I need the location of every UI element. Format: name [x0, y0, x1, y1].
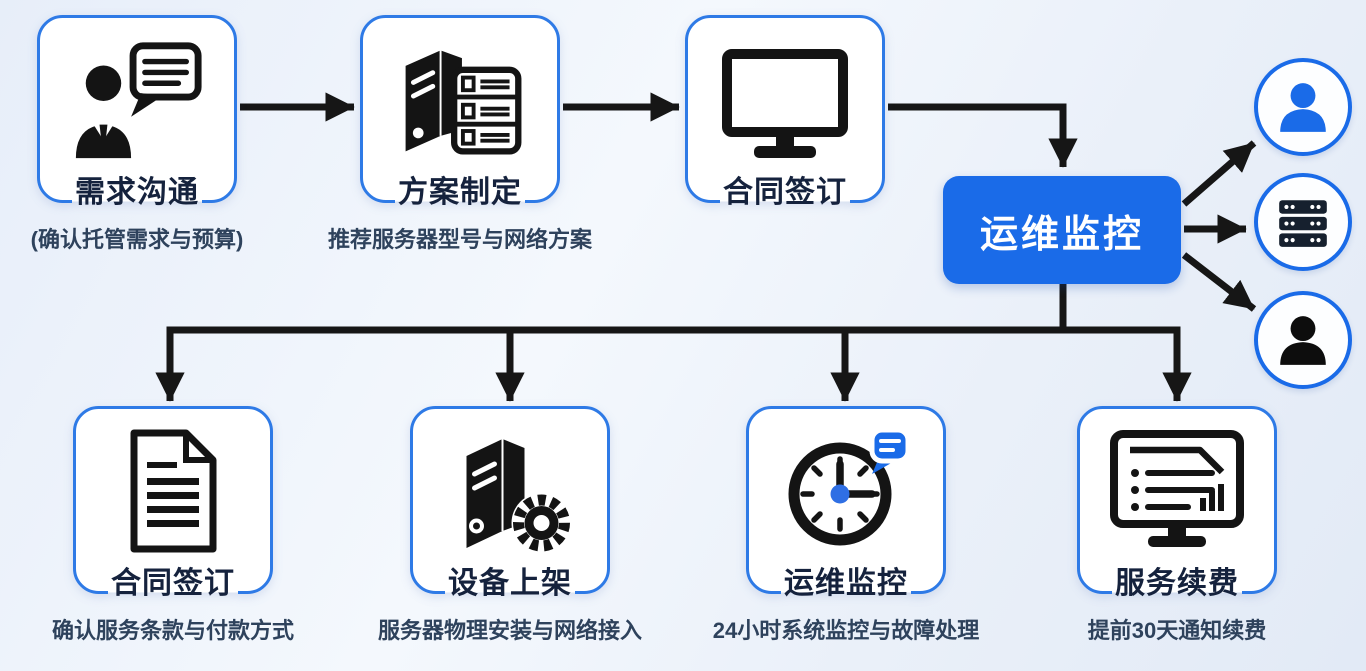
step-card-requirements: 需求沟通 (确认托管需求与预算) [31, 15, 243, 252]
step-subtitle: 推荐服务器型号与网络方案 [327, 227, 593, 252]
monitor-icon [719, 47, 851, 164]
arrow-hub-endpoint-1 [1181, 140, 1257, 207]
server-stack-icon [392, 35, 528, 164]
step-subtitle: 确认服务条款与付款方式 [51, 618, 295, 643]
step-subtitle: 服务器物理安装与网络接入 [377, 618, 643, 643]
step-subtitle: (确认托管需求与预算) [30, 227, 244, 252]
person-chat-icon [68, 41, 206, 164]
step-title: 需求沟通 [75, 176, 199, 209]
monitor-report-icon [1108, 428, 1246, 555]
step-card-contract-bottom: 合同签订 确认服务条款与付款方式 [52, 406, 294, 643]
clock-chat-icon [780, 426, 912, 553]
step-title: 服务续费 [1115, 567, 1239, 600]
user-icon [1280, 83, 1326, 132]
hub-label: 运维监控 [979, 213, 1144, 256]
endpoint-circle-operator [1254, 291, 1352, 389]
step-card-renewal: 服务续费 提前30天通知续费 [1077, 406, 1277, 643]
document-icon [114, 428, 232, 559]
step-card-plan: 方案制定 推荐服务器型号与网络方案 [328, 15, 592, 252]
hub-box: 运维监控 [943, 176, 1181, 284]
step-title: 运维监控 [784, 567, 908, 600]
arrow-hub-endpoint-3 [1181, 252, 1257, 312]
server-gear-icon [443, 426, 578, 558]
endpoint-circle-client [1254, 58, 1352, 156]
step-title: 合同签订 [723, 176, 847, 209]
step-subtitle: 提前30天通知续费 [1087, 618, 1267, 643]
user-icon [1280, 316, 1326, 365]
step-card-contract-top: 合同签订 [685, 15, 885, 209]
step-title: 方案制定 [398, 176, 522, 209]
step-card-rack-install: 设备上架 服务器物理安装与网络接入 [378, 406, 642, 643]
endpoint-circle-servers [1254, 173, 1352, 271]
step-card-monitoring: 运维监控 24小时系统监控与故障处理 [713, 406, 979, 643]
step-title: 合同签订 [111, 567, 235, 600]
arrow-step3-hub [888, 103, 1078, 168]
step-title: 设备上架 [448, 567, 572, 600]
server-rack-icon [1279, 200, 1327, 247]
step-subtitle: 24小时系统监控与故障处理 [712, 618, 980, 643]
